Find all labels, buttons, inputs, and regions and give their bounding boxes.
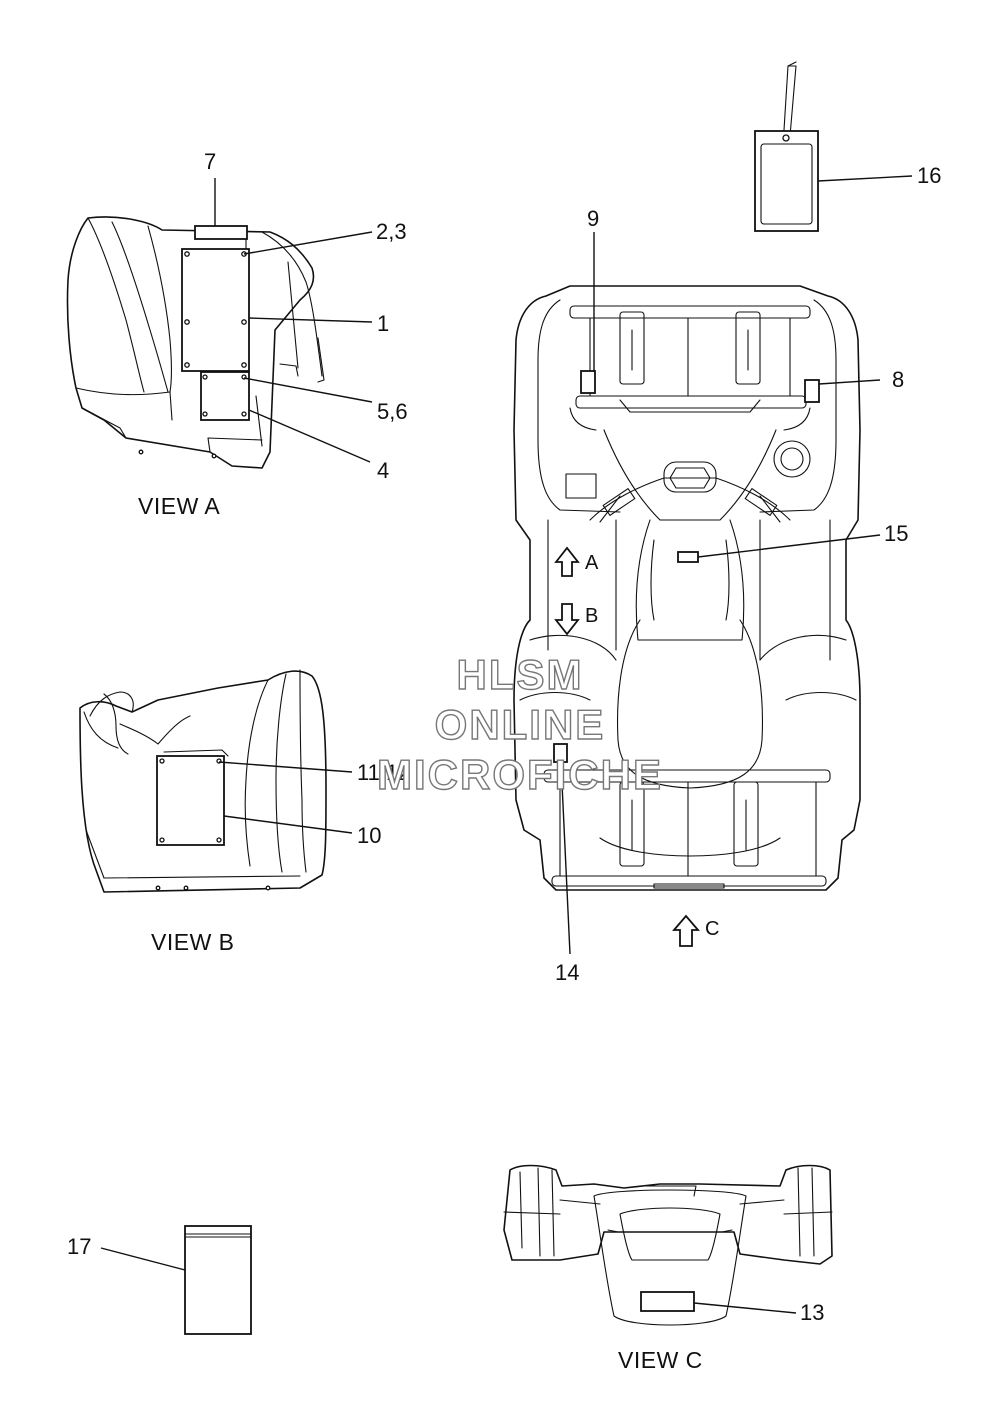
view-b-fender-drawing xyxy=(79,669,353,893)
callout-13: 13 xyxy=(800,1300,825,1325)
arrow-label-c: C xyxy=(705,918,720,940)
watermark-line-1: HLSM xyxy=(456,651,584,698)
callout-1: 1 xyxy=(377,311,390,336)
arrow-label-a: A xyxy=(585,552,599,574)
arrow-down-b xyxy=(554,603,580,636)
callout-10: 10 xyxy=(357,823,382,848)
callout-2-3: 2,3 xyxy=(376,219,407,244)
view-c-rear-drawing xyxy=(503,1164,833,1326)
callout-16: 16 xyxy=(917,163,942,188)
arrow-up-a xyxy=(554,546,580,577)
view-a-fender-drawing xyxy=(66,178,373,469)
callout-8: 8 xyxy=(892,367,905,392)
callout-15: 15 xyxy=(884,521,909,546)
view-c-label: VIEW C xyxy=(618,1347,703,1373)
manual-drawing xyxy=(100,1225,252,1335)
view-a-label: VIEW A xyxy=(138,493,221,519)
watermark-line-2: ONLINE xyxy=(434,701,606,748)
callout-7: 7 xyxy=(204,149,217,174)
callout-11-12: 11,12 xyxy=(357,760,411,785)
callout-17: 17 xyxy=(67,1234,92,1259)
watermark-line-3: MICROFICHE xyxy=(376,751,663,798)
arrow-up-c xyxy=(672,914,700,947)
arrow-label-b: B xyxy=(585,605,599,627)
view-b-label: VIEW B xyxy=(151,929,235,955)
callout-5-6: 5,6 xyxy=(377,399,408,424)
callout-9: 9 xyxy=(587,206,600,231)
callout-14: 14 xyxy=(555,960,580,985)
atv-top-view-drawing xyxy=(513,232,881,955)
hang-tag-drawing xyxy=(754,61,913,232)
callout-4: 4 xyxy=(377,458,390,483)
